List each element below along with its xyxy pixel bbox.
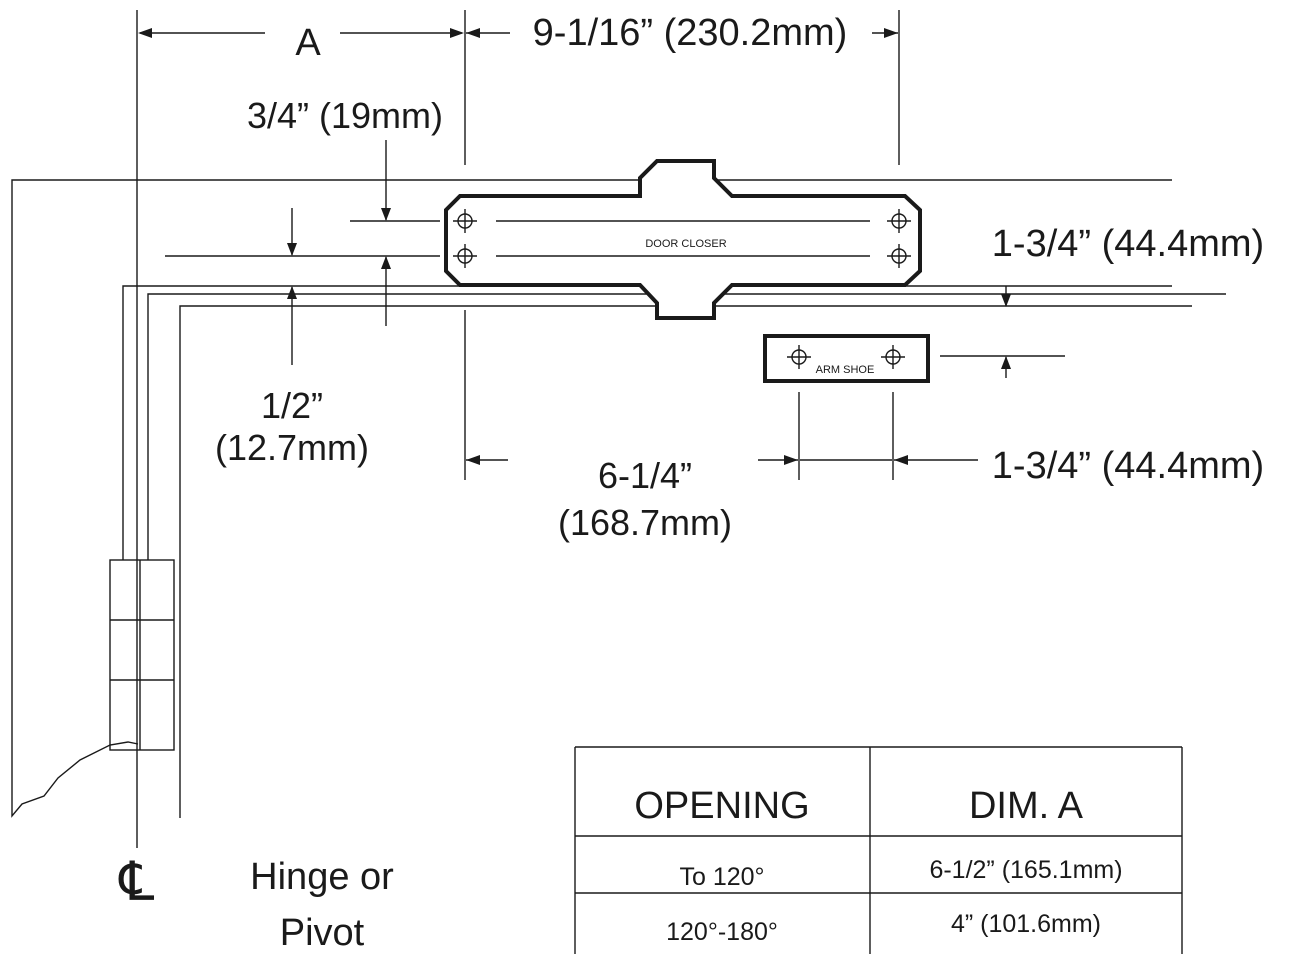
dimension-arm-shoe-offset-arrows bbox=[1001, 286, 1011, 378]
door-lines bbox=[122, 285, 1226, 818]
dim-shoe-from-closer-line1: 6-1/4” bbox=[598, 455, 692, 496]
door-closer-label: DOOR CLOSER bbox=[645, 238, 726, 250]
centerline-label-line2: Pivot bbox=[280, 912, 365, 954]
closer-screw-icons bbox=[453, 209, 911, 268]
table-cell: To 120° bbox=[679, 863, 764, 891]
hinge bbox=[109, 559, 175, 751]
dim-closer-offset: 3/4” (19mm) bbox=[247, 95, 443, 136]
table-cell: 4” (101.6mm) bbox=[951, 910, 1101, 938]
arm-shoe-label: ARM SHOE bbox=[816, 364, 875, 376]
centerline-symbol-icon: ℄ bbox=[118, 852, 155, 912]
dim-frame-stop-line1: 1/2” bbox=[261, 385, 323, 426]
frame-outline bbox=[11, 179, 1172, 818]
centerline-label-line1: Hinge or bbox=[250, 856, 394, 898]
dimension-a bbox=[138, 28, 464, 38]
dim-arm-shoe-width: 1-3/4” (44.4mm) bbox=[992, 445, 1264, 487]
dimension-closer-offset-arrows bbox=[381, 140, 391, 326]
dimension-table bbox=[574, 746, 1183, 954]
door-closer-body bbox=[444, 159, 922, 320]
table-header-dim-a: DIM. A bbox=[969, 785, 1084, 827]
dim-shoe-from-closer-line2: (168.7mm) bbox=[558, 502, 732, 543]
dimension-closer-length bbox=[466, 28, 898, 38]
dimension-shoe-from-closer-arrows bbox=[466, 455, 798, 465]
dim-frame-stop-line2: (12.7mm) bbox=[215, 427, 369, 468]
table-cell: 120°-180° bbox=[666, 918, 778, 946]
dim-arm-shoe-offset: 1-3/4” (44.4mm) bbox=[992, 223, 1264, 265]
table-header-opening: OPENING bbox=[634, 785, 809, 827]
dimension-frame-stop-arrows bbox=[287, 208, 297, 365]
arm-shoe-screw-icons bbox=[787, 345, 905, 369]
dim-closer-length: 9-1/16” (230.2mm) bbox=[533, 12, 848, 54]
table-cell: 6-1/2” (165.1mm) bbox=[929, 856, 1122, 884]
dim-a-label: A bbox=[295, 22, 321, 64]
dimension-arm-shoe-width-arrows bbox=[800, 455, 978, 465]
